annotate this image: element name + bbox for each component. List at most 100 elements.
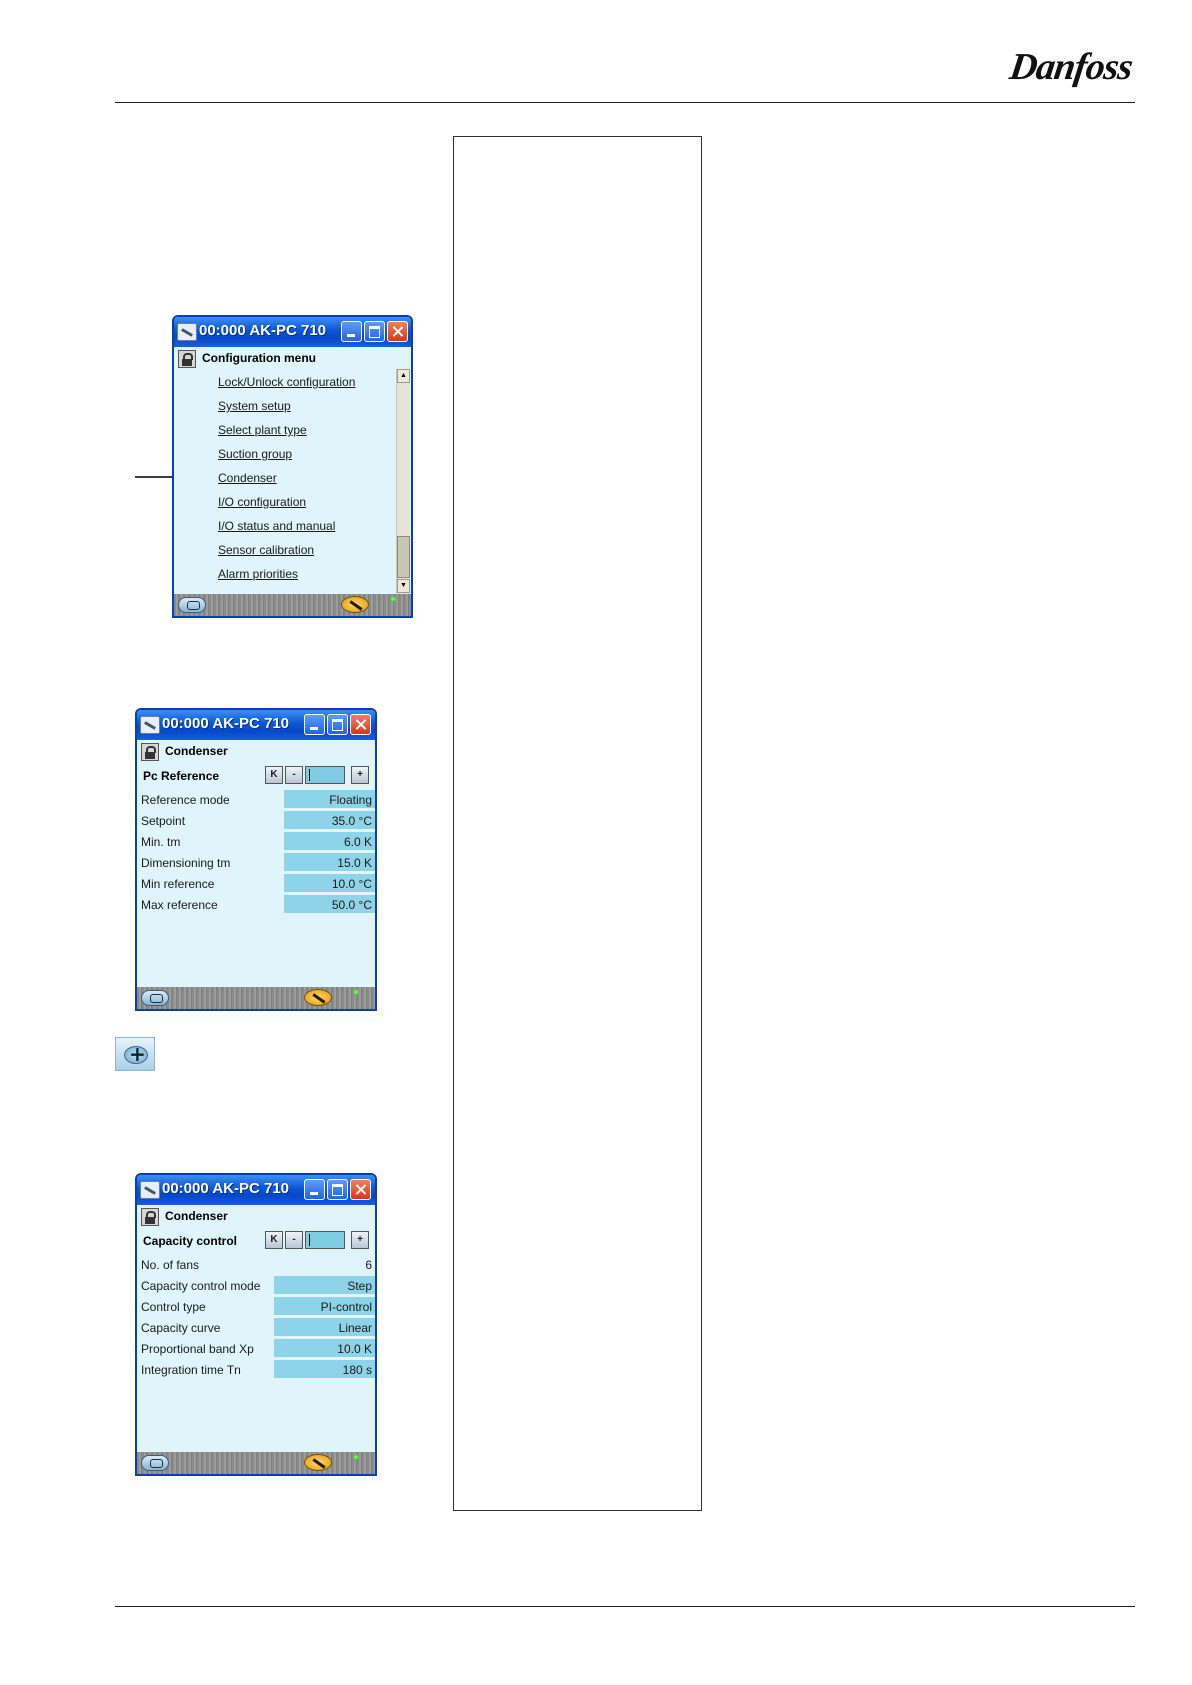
row-value[interactable]: Floating: [284, 790, 375, 809]
menu-item-condenser[interactable]: Condenser: [218, 471, 277, 485]
maximize-icon[interactable]: [327, 714, 348, 735]
first-page-button[interactable]: K: [265, 1231, 283, 1249]
danfoss-logo: Danfoss: [1007, 46, 1135, 88]
subheading: Configuration menu: [176, 348, 411, 370]
row-value[interactable]: 10.0 °C: [284, 874, 375, 893]
row-label: Min. tm: [141, 835, 181, 849]
table-row: No. of fans 6: [139, 1255, 375, 1275]
app-icon: [140, 1181, 160, 1199]
menu-item-io-configuration[interactable]: I/O configuration: [218, 495, 307, 509]
status-led-icon: [353, 989, 359, 995]
app-icon: [140, 716, 160, 734]
window-title: 00:000 AK-PC 710: [162, 1180, 290, 1197]
table-row: Min reference 10.0 °C: [139, 874, 375, 894]
maximize-icon[interactable]: [364, 321, 385, 342]
table-row: Min. tm 6.0 K: [139, 832, 375, 852]
table-row: Integration time Tn 180 s: [139, 1360, 375, 1380]
minimize-icon[interactable]: [341, 321, 362, 342]
subheading-text: Condenser: [165, 744, 228, 758]
tool-icon[interactable]: [304, 1454, 332, 1471]
row-value[interactable]: 180 s: [274, 1360, 375, 1379]
vertical-scrollbar[interactable]: ▲ ▼: [396, 369, 410, 594]
row-value[interactable]: 10.0 K: [274, 1339, 375, 1358]
section-title: Capacity control: [143, 1234, 238, 1248]
overview-icon[interactable]: [141, 990, 169, 1006]
lock-icon[interactable]: [141, 743, 159, 761]
row-label: Reference mode: [141, 793, 230, 807]
status-bar: [137, 1452, 375, 1474]
window-title: 00:000 AK-PC 710: [162, 715, 290, 732]
window-title: 00:000 AK-PC 710: [199, 322, 327, 339]
minimize-icon[interactable]: [304, 714, 325, 735]
row-value[interactable]: Step: [274, 1276, 375, 1295]
row-label: Setpoint: [141, 814, 186, 828]
table-row: Dimensioning tm 15.0 K: [139, 853, 375, 873]
row-label: No. of fans: [141, 1258, 200, 1272]
row-label: Min reference: [141, 877, 215, 891]
window-titlebar[interactable]: 00:000 AK-PC 710: [174, 317, 411, 347]
window-titlebar[interactable]: 00:000 AK-PC 710: [137, 710, 375, 740]
subheading-text: Configuration menu: [202, 351, 316, 365]
row-value[interactable]: Linear: [274, 1318, 375, 1337]
table-row: Proportional band Xp 10.0 K: [139, 1339, 375, 1359]
maximize-icon[interactable]: [327, 1179, 348, 1200]
table-row: Max reference 50.0 °C: [139, 895, 375, 915]
prev-page-button[interactable]: -: [285, 766, 303, 784]
menu-item-select-plant-type[interactable]: Select plant type: [218, 423, 307, 437]
table-row: Capacity curve Linear: [139, 1318, 375, 1338]
overview-icon[interactable]: [141, 1455, 169, 1471]
prev-page-button[interactable]: -: [285, 1231, 303, 1249]
status-bar: [137, 987, 375, 1009]
next-page-icon: [115, 1037, 155, 1071]
scroll-thumb[interactable]: [397, 536, 410, 578]
subheading: Condenser: [139, 741, 375, 763]
page-indicator: [305, 766, 345, 784]
scroll-up-icon[interactable]: ▲: [397, 369, 410, 383]
menu-item-suction-group[interactable]: Suction group: [218, 447, 293, 461]
minimize-icon[interactable]: [304, 1179, 325, 1200]
table-row: Setpoint 35.0 °C: [139, 811, 375, 831]
subheading-text: Condenser: [165, 1209, 228, 1223]
next-page-button[interactable]: +: [351, 1231, 369, 1249]
menu-item-alarm-priorities[interactable]: Alarm priorities: [218, 567, 299, 581]
row-label: Dimensioning tm: [141, 856, 231, 870]
row-value[interactable]: 15.0 K: [284, 853, 375, 872]
app-icon: [177, 323, 197, 341]
row-value[interactable]: 35.0 °C: [284, 811, 375, 830]
lock-icon[interactable]: [141, 1208, 159, 1226]
row-label: Max reference: [141, 898, 218, 912]
first-page-button[interactable]: K: [265, 766, 283, 784]
section-title: Pc Reference: [143, 769, 220, 783]
row-value: 6: [274, 1255, 375, 1274]
close-icon[interactable]: [350, 1179, 371, 1200]
window-titlebar[interactable]: 00:000 AK-PC 710: [137, 1175, 375, 1205]
menu-item-io-status-manual[interactable]: I/O status and manual: [218, 519, 336, 533]
row-value[interactable]: 6.0 K: [284, 832, 375, 851]
row-label: Control type: [141, 1300, 206, 1314]
condenser-capacity-window: 00:000 AK-PC 710 Condenser Capacity cont…: [135, 1173, 377, 1476]
scroll-down-icon[interactable]: ▼: [397, 579, 410, 593]
config-menu-window: 00:000 AK-PC 710 Configuration menu Lock…: [172, 315, 413, 618]
text-frame: [453, 136, 702, 1511]
status-bar: [174, 594, 411, 616]
next-page-button[interactable]: +: [351, 766, 369, 784]
lock-icon[interactable]: [178, 350, 196, 368]
row-value[interactable]: PI-control: [274, 1297, 375, 1316]
tool-icon[interactable]: [304, 989, 332, 1006]
overview-icon[interactable]: [178, 597, 206, 613]
tool-icon[interactable]: [341, 596, 369, 613]
close-icon[interactable]: [387, 321, 408, 342]
table-row: Reference mode Floating: [139, 790, 375, 810]
row-label: Capacity control mode: [141, 1279, 261, 1293]
menu-item-system-setup[interactable]: System setup: [218, 399, 291, 413]
menu-item-sensor-calibration[interactable]: Sensor calibration: [218, 543, 315, 557]
condenser-reference-window: 00:000 AK-PC 710 Condenser Pc Reference …: [135, 708, 377, 1011]
menu-item-lock-unlock[interactable]: Lock/Unlock configuration: [218, 375, 356, 389]
header-rule: [115, 102, 1135, 103]
row-value[interactable]: 50.0 °C: [284, 895, 375, 914]
close-icon[interactable]: [350, 714, 371, 735]
table-row: Capacity control mode Step: [139, 1276, 375, 1296]
row-label: Integration time Tn: [141, 1363, 241, 1377]
subheading: Condenser: [139, 1206, 375, 1228]
page-indicator: [305, 1231, 345, 1249]
